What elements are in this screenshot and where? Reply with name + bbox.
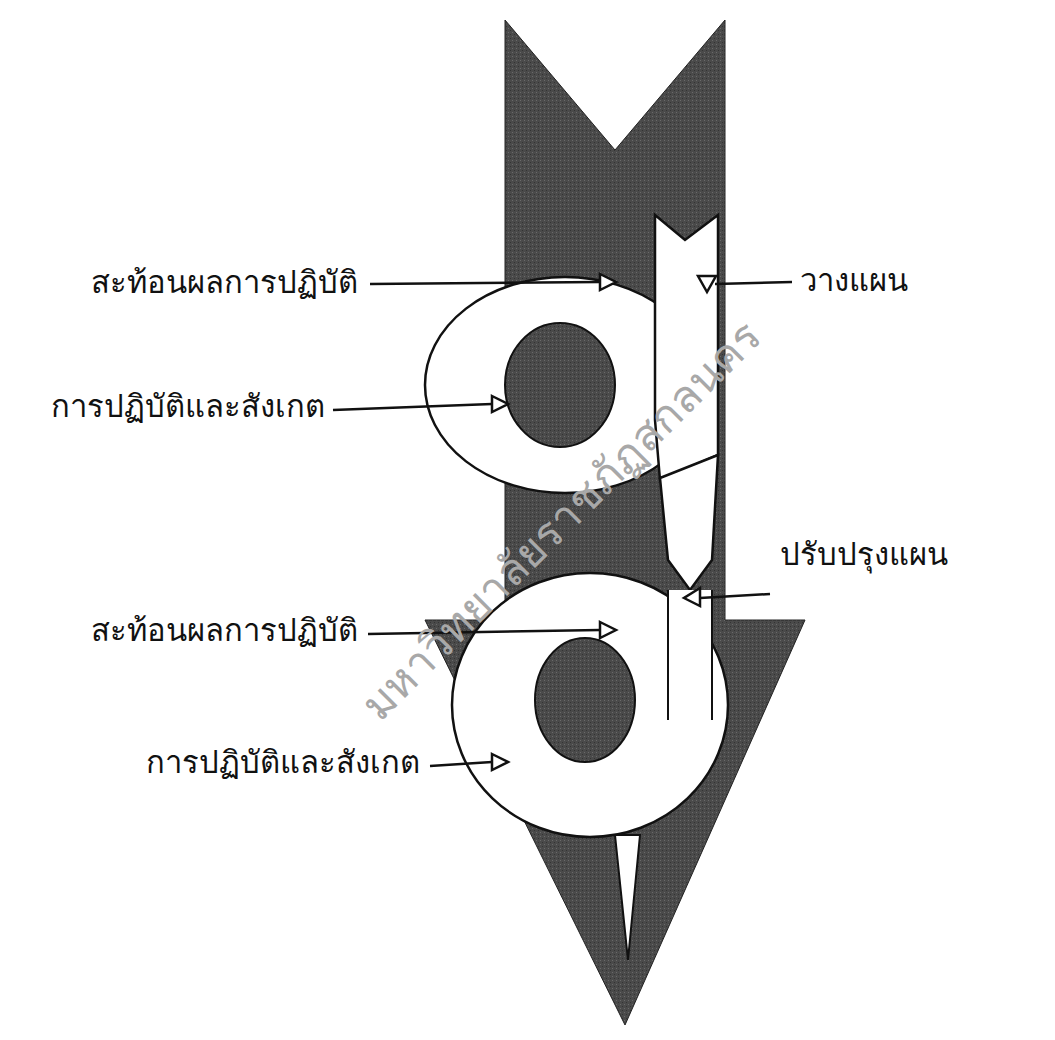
leader-lines xyxy=(333,274,792,770)
main-arrow xyxy=(425,20,805,1025)
stage-label: การปฏิบัติและสังเกต xyxy=(51,388,325,425)
upper-hole xyxy=(505,323,615,447)
stage-label: การปฏิบัติและสังเกต xyxy=(146,744,420,781)
stage-label: วางแผน xyxy=(800,262,908,299)
tail xyxy=(615,835,640,960)
stage-label: สะท้อนผลการปฏิบัติ xyxy=(91,264,358,301)
link-band xyxy=(660,455,718,590)
stage-label: ปรับปรุงแผน xyxy=(780,536,948,573)
lower-band xyxy=(668,590,712,720)
stage-label: สะท้อนผลการปฏิบัติ xyxy=(91,612,358,649)
lower-hole xyxy=(535,638,635,762)
